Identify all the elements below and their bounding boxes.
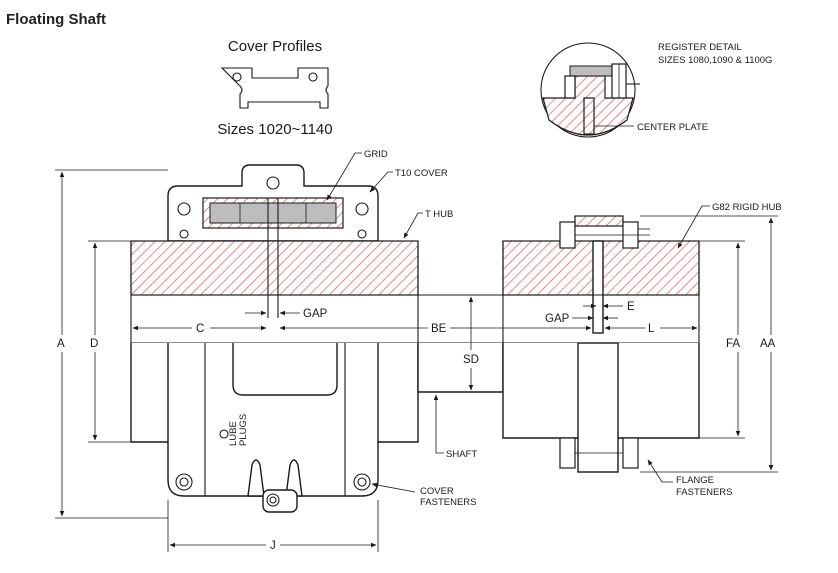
flange-bolt-top-head [559,221,576,249]
svg-text:FLANGE: FLANGE [676,475,714,486]
cover-profiles-heading: Cover Profiles [228,38,322,55]
register-detail-circle [540,42,636,138]
t-hub-lower [130,343,419,513]
dim-AA: AA [640,215,778,473]
dim-L: L [604,323,698,335]
cover-profile: Cover Profiles Sizes 1020~1140 [217,38,332,138]
center-plate-label: CENTER PLATE [637,122,708,133]
cover-profile-outline [220,67,329,109]
page-title: Floating Shaft [6,11,106,28]
callout-t10-cover: T10 COVER [369,168,448,193]
register-bolt-head [569,65,613,77]
svg-text:FASTENERS: FASTENERS [420,497,477,508]
register-detail-line2: SIZES 1080,1090 & 1100G [658,55,772,66]
svg-text:PLUGS: PLUGS [238,414,249,446]
svg-text:E: E [627,301,635,313]
svg-text:G82 RIGID HUB: G82 RIGID HUB [712,202,782,213]
svg-text:COVER: COVER [420,486,454,497]
svg-text:GAP: GAP [545,313,570,325]
dim-E: E [583,301,635,313]
register-detail-inset: REGISTER DETAIL SIZES 1080,1090 & 1100G … [540,42,772,138]
callout-flange-fasteners: FLANGE FASTENERS [647,459,733,498]
t10-cover [167,164,379,242]
callout-g82-rigid-hub: G82 RIGID HUB [677,202,782,249]
svg-text:L: L [648,323,655,335]
svg-text:T HUB: T HUB [425,209,453,220]
cover-profiles-sizes: Sizes 1020~1140 [217,121,332,138]
dim-C: C [132,323,267,335]
svg-text:AA: AA [760,338,776,350]
dim-SD: SD [463,296,479,391]
callout-t-hub: T HUB [403,209,453,239]
svg-text:GAP: GAP [303,308,328,320]
callout-cover-fasteners: COVER FASTENERS [371,482,477,508]
svg-text:SHAFT: SHAFT [446,449,477,460]
svg-text:FASTENERS: FASTENERS [676,487,733,498]
cover-profile-hole-left [232,72,242,82]
flange-bolt-bottom-nut [622,437,639,469]
dim-gap-left: GAP [245,308,328,320]
callout-shaft: SHAFT [433,394,477,460]
svg-text:LUBE: LUBE [228,421,239,446]
svg-text:T10 COVER: T10 COVER [395,168,448,179]
svg-text:SD: SD [463,354,479,366]
dim-A: A [55,169,168,519]
dim-FA: FA [699,240,745,439]
svg-text:C: C [196,323,204,335]
svg-text:FA: FA [726,338,740,350]
dim-gap-right: GAP [545,313,618,325]
svg-text:A: A [57,338,65,350]
callout-grid: GRID [326,149,388,201]
svg-text:D: D [90,338,98,350]
dim-J: J [167,500,379,552]
flange-bolt-bottom-head [559,437,576,469]
register-center-plate [583,97,595,135]
register-detail-line1: REGISTER DETAIL [658,42,742,53]
cover-profile-hole-right [308,72,318,82]
register-bolt-end [564,75,576,99]
svg-text:BE: BE [431,323,447,335]
t-hub-section [130,240,419,296]
dim-D: D [88,240,131,443]
svg-text:J: J [270,540,276,552]
callout-lube-plugs: LUBE PLUGS [228,414,249,446]
svg-text:GRID: GRID [364,149,388,160]
dim-BE: BE [279,323,592,335]
g82-rigid-hub-lower [502,342,700,473]
